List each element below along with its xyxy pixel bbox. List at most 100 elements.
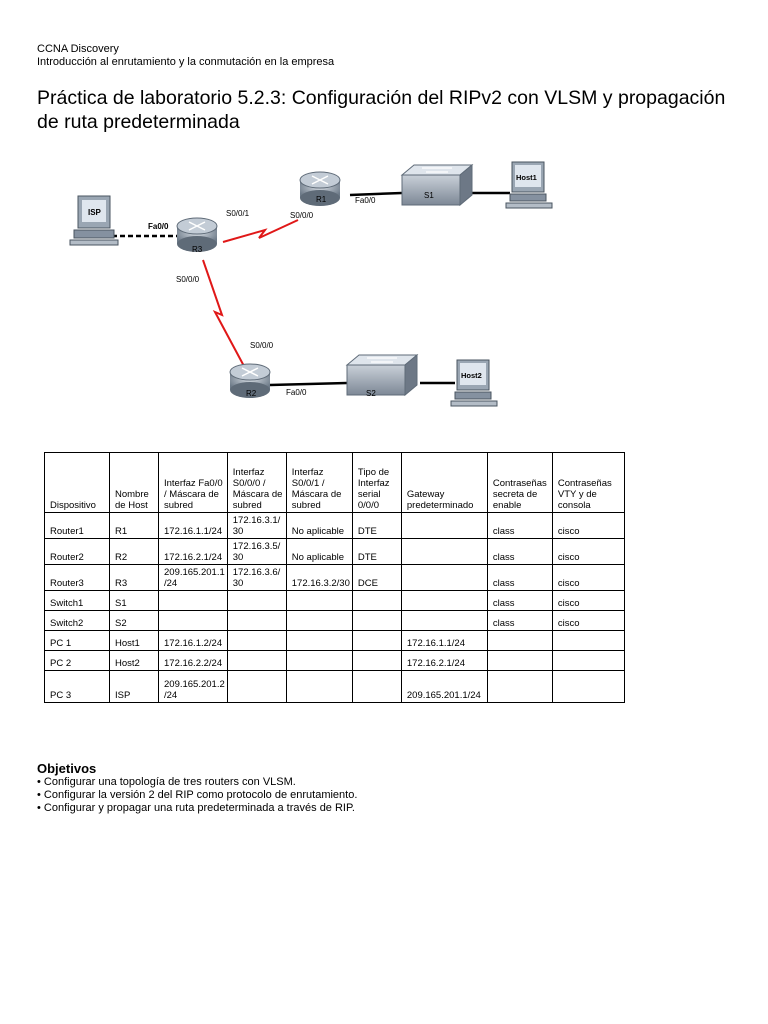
col-header: Contraseñas secreta de enable: [486, 452, 553, 513]
table-cell: [158, 610, 228, 631]
list-item: Configurar una topología de tres routers…: [37, 776, 357, 789]
table-cell: [486, 650, 553, 671]
r3-r2-serial-link: [202, 259, 246, 369]
r1-s1-link: [349, 191, 403, 197]
table-cell: [351, 650, 402, 671]
r2-fa00-label: Fa0/0: [286, 388, 307, 397]
table-cell: 209.165.201.1/24: [400, 670, 488, 703]
table-row: Router2 R2 172.16.2.1/24 172.16.3.5/ 30 …: [44, 538, 625, 565]
table-cell: [226, 670, 287, 703]
col-header: Interfaz S0/0/0 / Máscara de subred: [226, 452, 287, 513]
table-row: PC 3 ISP 209.165.201.2 /24 209.165.201.1…: [44, 670, 625, 703]
host1-label: Host1: [516, 173, 537, 182]
table-cell: 172.16.2.1/24: [158, 538, 228, 565]
table-cell: [351, 590, 402, 611]
router-r1-label: R1: [316, 195, 327, 204]
r1-s000-label: S0/0/0: [290, 211, 314, 220]
col-header: Contraseñas VTY y de consola: [551, 452, 625, 513]
table-cell: Switch2: [44, 610, 110, 631]
table-cell: R3: [109, 564, 159, 591]
objectives-heading: Objetivos: [37, 761, 97, 776]
table-cell: 172.16.3.5/ 30: [226, 538, 287, 565]
table-cell: class: [486, 538, 553, 565]
table-cell: [226, 610, 287, 631]
col-header: Gateway predeterminado: [400, 452, 488, 513]
router-r3-label: R3: [192, 245, 203, 254]
table-cell: Router3: [44, 564, 110, 591]
host1-pc-icon: [505, 161, 553, 209]
table-cell: 172.16.3.1/ 30: [226, 512, 287, 539]
table-cell: [551, 630, 625, 651]
table-cell: Switch1: [44, 590, 110, 611]
list-item: Configurar la versión 2 del RIP como pro…: [37, 789, 357, 802]
table-cell: [226, 650, 287, 671]
table-cell: cisco: [551, 610, 625, 631]
objectives-list: Configurar una topología de tres routers…: [37, 776, 357, 815]
r3-s001-label: S0/0/1: [226, 209, 250, 218]
switch-s1-icon: [400, 163, 474, 207]
table-cell: 172.16.1.1/24: [158, 512, 228, 539]
table-cell: [551, 650, 625, 671]
table-cell: [226, 630, 287, 651]
table-cell: DTE: [351, 512, 402, 539]
table-cell: Host2: [109, 650, 159, 671]
col-header: Tipo de Interfaz serial 0/0/0: [351, 452, 402, 513]
addressing-table: Dispositivo Nombre de Host Interfaz Fa0/…: [44, 452, 625, 703]
table-cell: [351, 670, 402, 703]
table-cell: DCE: [351, 564, 402, 591]
table-cell: 172.16.1.1/24: [400, 630, 488, 651]
table-cell: [400, 610, 488, 631]
col-header: Dispositivo: [44, 452, 110, 513]
table-cell: Host1: [109, 630, 159, 651]
table-cell: 172.16.3.6/ 30: [226, 564, 287, 591]
col-header: Nombre de Host: [109, 452, 159, 513]
table-cell: 209.165.201.1 /24: [158, 564, 228, 591]
course-name: CCNA Discovery: [37, 43, 119, 55]
table-cell: 172.16.1.2/24: [158, 630, 228, 651]
table-cell: R1: [109, 512, 159, 539]
course-subtitle: Introducción al enrutamiento y la conmut…: [37, 56, 335, 68]
table-cell: PC 1: [44, 630, 110, 651]
table-cell: cisco: [551, 590, 625, 611]
table-cell: [285, 610, 353, 631]
table-cell: Router1: [44, 512, 110, 539]
router-r2-label: R2: [246, 389, 257, 398]
table-cell: [285, 670, 353, 703]
table-cell: Router2: [44, 538, 110, 565]
table-cell: cisco: [551, 564, 625, 591]
table-cell: [285, 630, 353, 651]
network-topology-diagram: ISP R3 R1 R2 S1 S2: [69, 161, 553, 407]
table-cell: 172.16.2.2/24: [158, 650, 228, 671]
table-cell: [486, 670, 553, 703]
table-cell: PC 3: [44, 670, 110, 703]
r3-s000-label: S0/0/0: [176, 275, 200, 284]
table-cell: [400, 590, 488, 611]
table-cell: S2: [109, 610, 159, 631]
host2-label: Host2: [461, 371, 482, 380]
table-cell: [351, 630, 402, 651]
table-cell: [351, 610, 402, 631]
table-cell: S1: [109, 590, 159, 611]
switch-s2-label: S2: [366, 389, 376, 398]
table-cell: class: [486, 590, 553, 611]
table-cell: PC 2: [44, 650, 110, 671]
isp-pc-icon: [69, 195, 119, 246]
table-cell: [158, 590, 228, 611]
router-r3-icon: [176, 217, 218, 252]
col-header: Interfaz Fa0/0 / Máscara de subred: [158, 452, 228, 513]
host2-pc-icon: [450, 359, 498, 407]
table-cell: [551, 670, 625, 703]
table-cell: DTE: [351, 538, 402, 565]
document-header: CCNA Discovery Introducción al enrutamie…: [37, 43, 334, 69]
table-cell: No aplicable: [285, 538, 353, 565]
list-item: Configurar y propagar una ruta predeterm…: [37, 802, 357, 815]
table-cell: No aplicable: [285, 512, 353, 539]
table-cell: class: [486, 512, 553, 539]
switch-s1-label: S1: [424, 191, 434, 200]
table-row: Switch2 S2 class cisco: [44, 610, 625, 631]
objectives-section: Objetivos Configurar una topología de tr…: [37, 762, 357, 815]
table-cell: 209.165.201.2 /24: [158, 670, 228, 703]
col-header: Interfaz S0/0/1 / Máscara de subred: [285, 452, 353, 513]
lab-title: Práctica de laboratorio 5.2.3: Configura…: [37, 87, 726, 133]
r3-r1-serial-link: [222, 219, 299, 243]
